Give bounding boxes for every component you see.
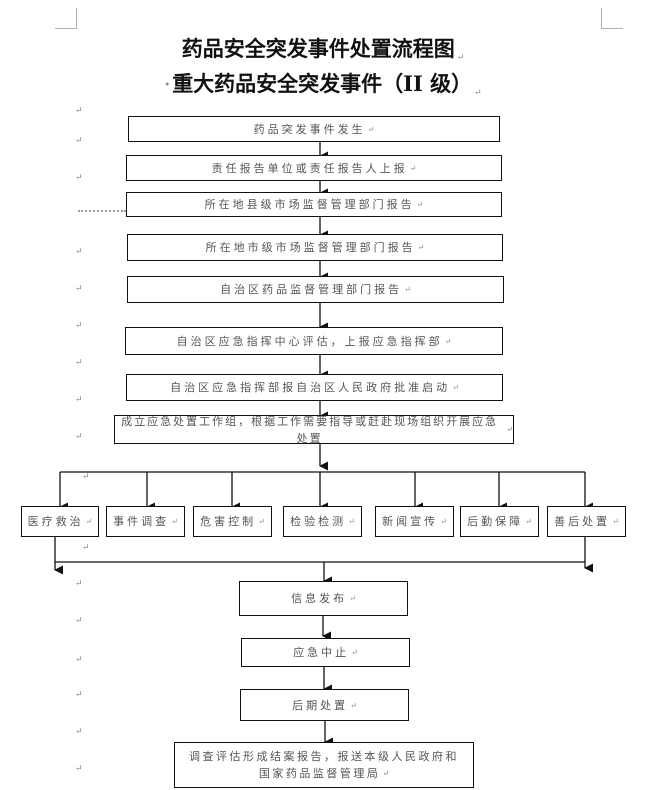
paragraph-mark-icon: ↵: [382, 769, 390, 778]
page-subtitle: •重大药品安全突发事件（II 级）↵: [0, 68, 646, 98]
paragraph-mark-icon: ↵: [444, 336, 452, 346]
final-step-text: 调查评估形成结案报告，报送本级人民政府和国家药品监督管理局↵: [185, 748, 463, 782]
paragraph-mark-icon: ↵: [75, 432, 83, 442]
step-working-group: 成立应急处置工作组，根据工作需要指导或赶赴现场组织开展应急处置 ↵: [114, 414, 514, 445]
final-info-release: 信息发布↵: [239, 581, 408, 616]
paragraph-mark-icon: ↵: [82, 543, 90, 553]
paragraph-mark-icon: ↵: [75, 395, 83, 405]
branch-hazard-control: 危害控制↵: [193, 506, 272, 537]
step-label: 所在地市级市场监督管理部门报告: [205, 241, 416, 254]
step-city-report: 所在地市级市场监督管理部门报告↵: [127, 234, 503, 261]
paragraph-mark-icon: ↵: [75, 247, 83, 257]
branch-news-publicity: 新闻宣传↵: [375, 506, 454, 537]
paragraph-mark-icon: ↵: [367, 124, 375, 134]
paragraph-mark-icon: ↵: [417, 243, 425, 252]
paragraph-mark-icon: ↵: [75, 321, 83, 331]
paragraph-mark-icon: ↵: [75, 690, 83, 700]
paragraph-mark-icon: ↵: [85, 517, 93, 526]
branch-label: 新闻宣传: [382, 515, 439, 528]
branch-aftermath-handling: 善后处置↵: [547, 506, 626, 537]
step-government-approval: 自治区应急指挥部报自治区人民政府批准启动↵: [126, 374, 503, 401]
step-label: 责任报告单位或责任报告人上报: [211, 161, 408, 175]
paragraph-mark-icon: ↵: [171, 517, 178, 526]
paragraph-mark-icon: ↵: [75, 655, 83, 665]
page-corner-top-left: [55, 8, 77, 29]
paragraph-mark-icon: ↵: [75, 727, 83, 737]
final-closing-report: 调查评估形成结案报告，报送本级人民政府和国家药品监督管理局↵: [174, 742, 474, 788]
branch-incident-investigation: 事件调查↵: [106, 506, 185, 537]
step-label: 成立应急处置工作组，根据工作需要指导或赶赴现场组织开展应急处置: [121, 414, 499, 445]
bullet-icon: •: [164, 80, 171, 91]
title-text: 药品安全突发事件处置流程图: [181, 36, 455, 61]
paragraph-mark-icon: ↵: [452, 383, 459, 392]
paragraph-mark-icon: ↵: [351, 648, 358, 657]
paragraph-mark-icon: ↵: [474, 88, 482, 98]
paragraph-mark-icon: ↵: [404, 285, 411, 294]
paragraph-mark-icon: ↵: [348, 517, 355, 526]
branch-label: 医疗救治: [27, 515, 84, 528]
branch-medical-treatment: 医疗救治↵: [21, 506, 99, 537]
paragraph-mark-icon: ↵: [350, 700, 357, 710]
final-post-handling: 后期处置↵: [240, 689, 409, 721]
paragraph-mark-icon: ↵: [416, 200, 424, 209]
branch-inspection-testing: 检验检测↵: [283, 506, 362, 537]
step-county-report: 所在地县级市场监督管理部门报告↵: [126, 192, 502, 217]
paragraph-mark-icon: ↵: [525, 517, 532, 526]
branch-label: 检验检测: [290, 515, 347, 528]
paragraph-mark-icon: ↵: [75, 173, 83, 183]
paragraph-mark-icon: ↵: [612, 517, 619, 526]
step-label: 自治区药品监督管理部门报告: [220, 283, 403, 296]
step-region-drug-report: 自治区药品监督管理部门报告↵: [127, 276, 504, 303]
branch-label: 后勤保障: [467, 515, 524, 528]
step-event-occurs: 药品突发事件发生↵: [128, 116, 500, 142]
branch-label: 善后处置: [554, 515, 611, 528]
paragraph-mark-icon: ↵: [506, 425, 513, 434]
step-label: 自治区应急指挥中心评估，上报应急指挥部: [176, 334, 443, 348]
paragraph-mark-icon: ↵: [82, 472, 90, 482]
paragraph-mark-icon: ↵: [456, 53, 465, 63]
paragraph-mark-icon: ↵: [258, 517, 265, 526]
paragraph-mark-icon: ↵: [75, 106, 83, 116]
paragraph-mark-icon: ↵: [75, 616, 83, 626]
step-responsible-report: 责任报告单位或责任报告人上报↵: [126, 155, 502, 181]
final-step-label: 后期处置: [292, 698, 349, 712]
paragraph-mark-icon: ↵: [349, 594, 356, 603]
step-label: 所在地县级市场监督管理部门报告: [204, 198, 415, 211]
final-emergency-termination: 应急中止↵: [241, 638, 410, 667]
subtitle-text: 重大药品安全突发事件（II 级）: [172, 71, 473, 96]
paragraph-mark-icon: ↵: [75, 579, 83, 589]
paragraph-mark-icon: ↵: [75, 764, 83, 774]
paragraph-mark-icon: ↵: [75, 136, 83, 146]
branch-label: 事件调查: [113, 515, 170, 528]
final-step-label: 信息发布: [291, 592, 348, 605]
paragraph-mark-icon: ↵: [75, 284, 83, 294]
final-step-label: 调查评估形成结案报告，报送本级人民政府和国家药品监督管理局: [189, 750, 459, 780]
final-step-label: 应急中止: [293, 646, 350, 659]
paragraph-mark-icon: ↵: [409, 163, 417, 173]
branch-label: 危害控制: [200, 515, 257, 528]
step-emergency-center-assess: 自治区应急指挥中心评估，上报应急指挥部↵: [125, 327, 503, 355]
page-corner-top-right: [601, 8, 623, 29]
dotted-leader: [78, 210, 126, 212]
paragraph-mark-icon: ↵: [440, 517, 447, 526]
branch-logistics-support: 后勤保障↵: [460, 506, 539, 537]
page-title: 药品安全突发事件处置流程图↵: [0, 33, 646, 63]
step-label: 自治区应急指挥部报自治区人民政府批准启动: [170, 381, 451, 394]
paragraph-mark-icon: ↵: [75, 358, 83, 368]
step-label: 药品突发事件发生: [253, 122, 366, 136]
